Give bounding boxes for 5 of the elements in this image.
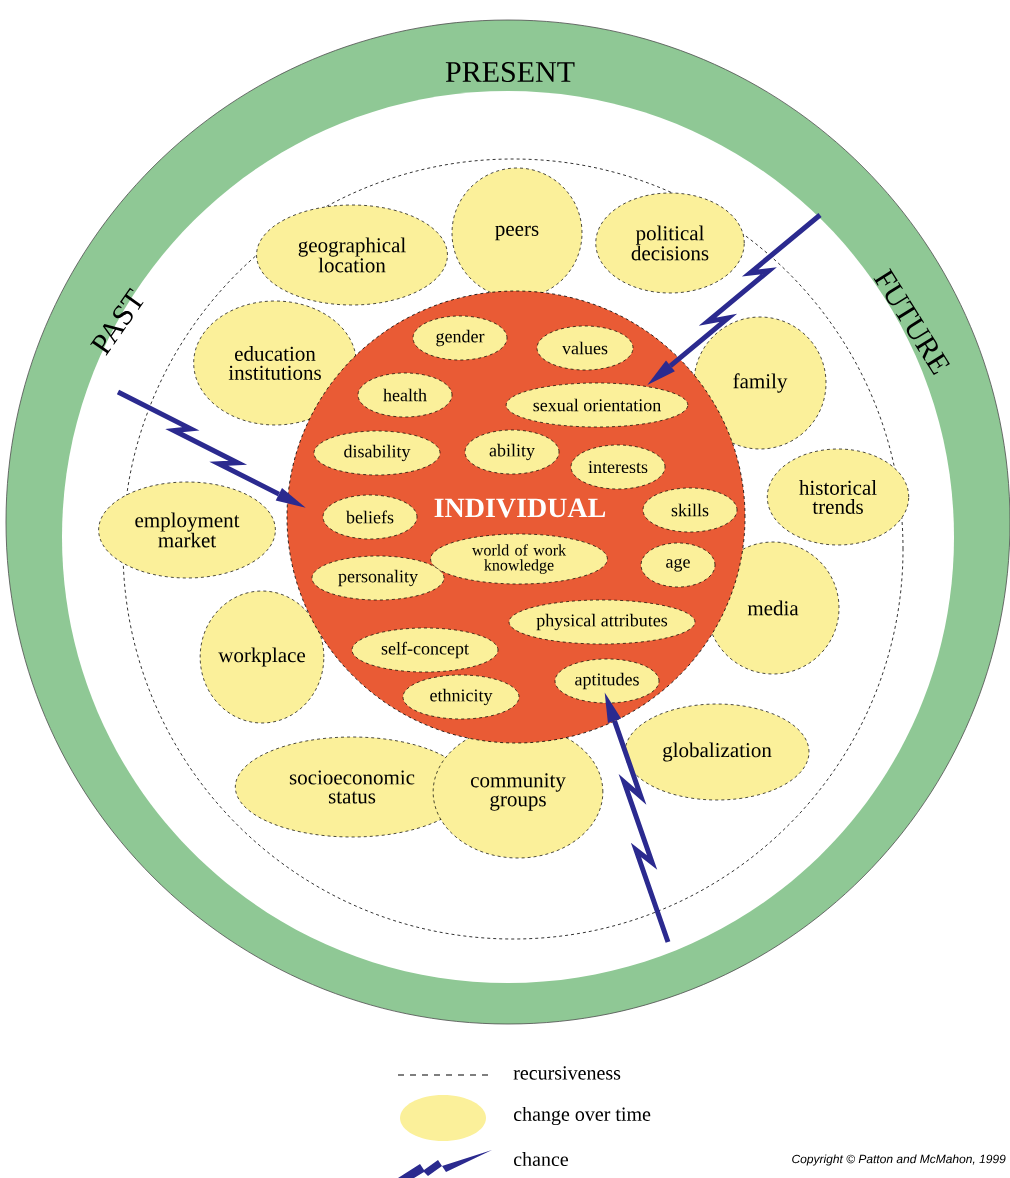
legend-text: chance: [513, 1151, 569, 1167]
copyright-note: Copyright © Patton and McMahon, 1999: [792, 1154, 1006, 1166]
legend-text: change over time: [513, 1106, 651, 1126]
legend-text: recursiveness: [513, 1066, 621, 1080]
ring-label: PRESENT: [445, 61, 575, 83]
